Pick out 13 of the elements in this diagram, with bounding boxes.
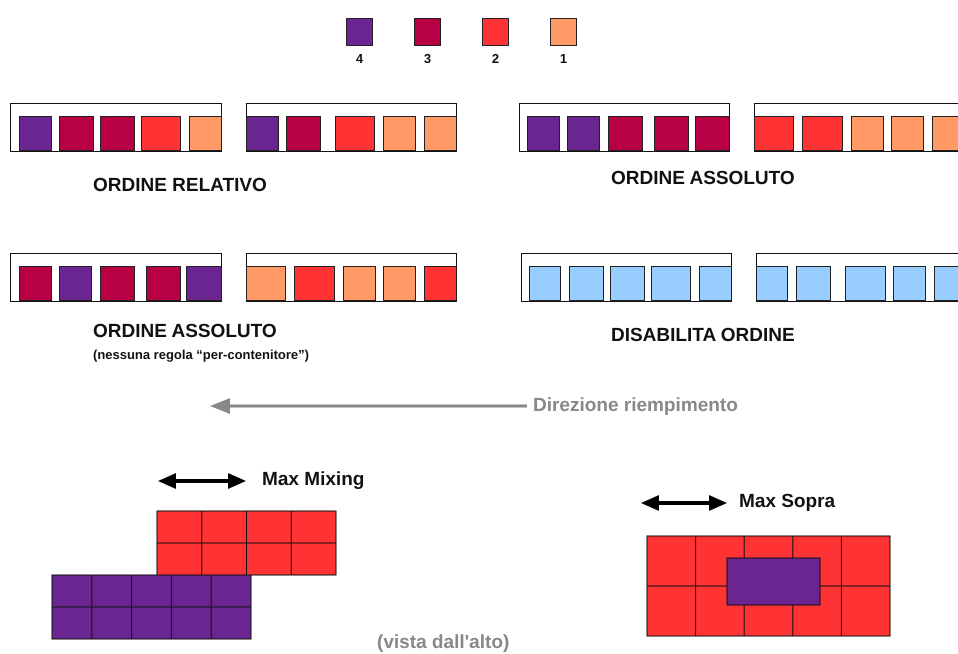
caption-text: ORDINE ASSOLUTO — [93, 321, 277, 343]
caption-text: ORDINE RELATIVO — [93, 175, 267, 197]
legend-label: 2 — [490, 51, 500, 66]
caption-text: (nessuna regola “per-contenitore”) — [93, 347, 309, 362]
caption-text: ORDINE ASSOLUTO — [611, 168, 795, 190]
caption-text: (vista dall'alto) — [377, 632, 510, 654]
legend-label: 1 — [558, 51, 568, 66]
caption-text: Direzione riempimento — [533, 395, 738, 417]
caption-text: Max Sopra — [739, 491, 836, 513]
caption-text: Max Mixing — [262, 469, 364, 491]
caption-text: DISABILITA ORDINE — [611, 325, 795, 347]
legend-label: 4 — [354, 51, 364, 66]
legend-label: 3 — [422, 51, 432, 66]
